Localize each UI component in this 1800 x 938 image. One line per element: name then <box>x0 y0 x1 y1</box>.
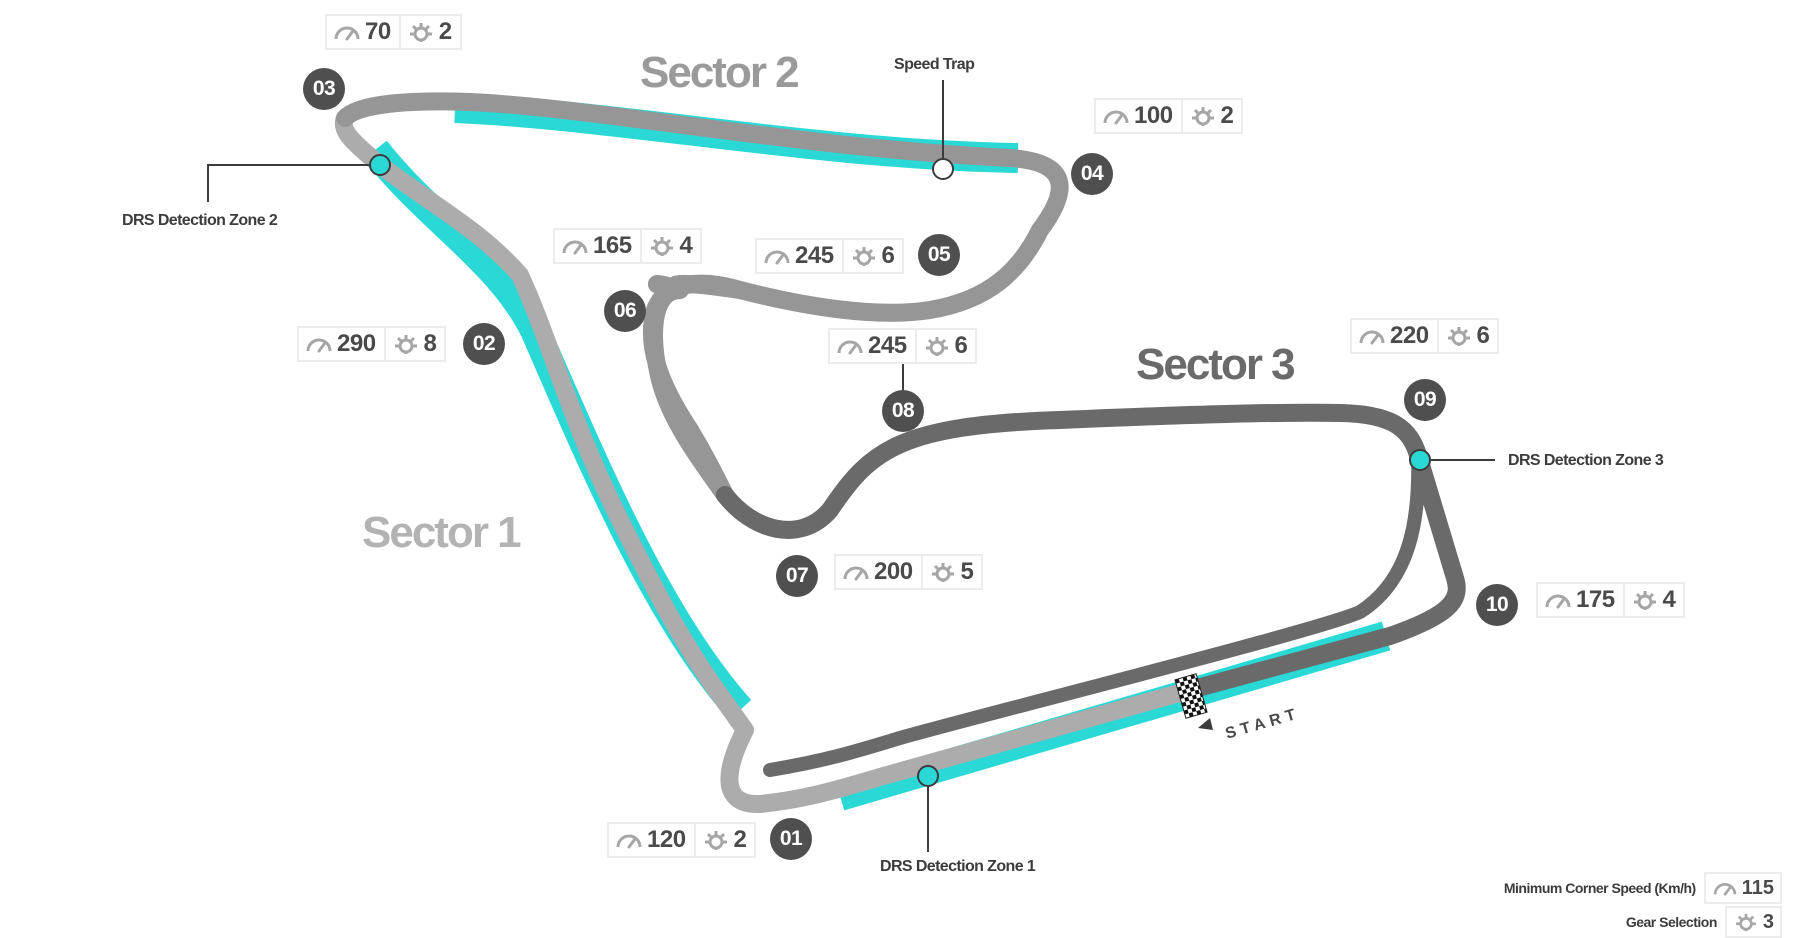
corner-08-gear: 6 <box>954 332 968 359</box>
drs2-leader <box>207 164 380 202</box>
corner-01-speed: 120 <box>647 826 686 853</box>
speedometer-icon <box>1103 110 1129 125</box>
gear-icon <box>704 831 727 850</box>
corner-03-gear: 2 <box>438 18 452 45</box>
corner-marker-02: 02 <box>463 323 505 365</box>
drs-detection-zone-1-label: DRS Detection Zone 1 <box>880 858 1036 875</box>
drs-detection-zone-2-label: DRS Detection Zone 2 <box>122 212 278 229</box>
corner-08-info: 245 6 <box>828 328 978 364</box>
legend-speed: Minimum Corner Speed (Km/h) 115 <box>1504 872 1782 904</box>
speedometer-icon <box>562 240 588 255</box>
gear-icon <box>1633 591 1656 610</box>
corner-02-info: 290 8 <box>297 326 447 362</box>
corner-10-gear: 4 <box>1662 586 1676 613</box>
corner-04-info: 100 2 <box>1094 98 1244 134</box>
corner-04-gear: 2 <box>1220 102 1234 129</box>
track-sector-3-inner <box>763 448 1426 777</box>
corner-05-speed: 245 <box>795 242 834 269</box>
corner-05-info: 245 6 <box>755 238 905 274</box>
corner-01-info: 120 2 <box>607 822 757 858</box>
speedometer-icon <box>1713 883 1736 896</box>
legend-gear: Gear Selection 3 <box>1626 906 1782 938</box>
start-arrow-icon <box>1198 718 1213 730</box>
track-sector-1 <box>334 109 1199 814</box>
corner-03-speed: 70 <box>365 18 391 45</box>
corner-04-speed: 100 <box>1134 102 1173 129</box>
gear-icon <box>1735 913 1756 931</box>
speed-trap-label: Speed Trap <box>894 56 975 73</box>
corner-06-gear: 4 <box>679 232 693 259</box>
speedometer-icon <box>843 566 869 581</box>
corner-03-info: 70 2 <box>325 14 462 50</box>
gear-icon <box>925 337 948 356</box>
speedometer-icon <box>764 250 790 265</box>
legend-speed-value: 115 <box>1741 876 1774 899</box>
speedometer-icon <box>616 834 642 849</box>
speedometer-icon <box>837 340 863 355</box>
corner-marker-05: 05 <box>918 234 960 276</box>
gear-icon <box>931 563 954 582</box>
legend-gear-label: Gear Selection <box>1625 914 1718 930</box>
corner-07-speed: 200 <box>874 558 913 585</box>
drs-markers <box>369 154 1431 787</box>
drs-detection-zone-3-marker <box>1409 449 1431 471</box>
corner-09-info: 220 6 <box>1350 318 1500 354</box>
corner-marker-01: 01 <box>770 818 812 860</box>
corner-01-gear: 2 <box>733 826 747 853</box>
speedometer-icon <box>1545 594 1571 609</box>
corner-06-speed: 165 <box>593 232 632 259</box>
track-sector-3 <box>716 403 1466 699</box>
corner-10-speed: 175 <box>1576 586 1615 613</box>
corner-marker-07: 07 <box>776 555 818 597</box>
corner-07-info: 200 5 <box>834 554 984 590</box>
drs-detection-zone-3-label: DRS Detection Zone 3 <box>1508 452 1664 469</box>
corner-marker-08: 08 <box>882 390 924 432</box>
gear-icon <box>650 237 673 256</box>
corner-marker-10: 10 <box>1476 584 1518 626</box>
drs-detection-zone-1-marker <box>917 765 939 787</box>
corner-05-gear: 6 <box>881 242 895 269</box>
legend-speed-label: Minimum Corner Speed (Km/h) <box>1503 880 1696 896</box>
track <box>334 92 1466 814</box>
sector-2-label: Sector 2 <box>640 48 800 97</box>
sector-1-label: Sector 1 <box>362 508 522 557</box>
corner-07-gear: 5 <box>960 558 974 585</box>
corner-08-speed: 245 <box>868 332 907 359</box>
speedometer-icon <box>306 338 332 353</box>
speedometer-icon <box>334 26 360 41</box>
gear-icon <box>852 247 875 266</box>
corner-06-info: 165 4 <box>553 228 703 264</box>
speed-trap-marker <box>932 158 954 180</box>
legend-gear-value: 3 <box>1762 910 1774 933</box>
drs-detection-zone-2-marker <box>369 154 391 176</box>
gear-icon <box>409 23 432 42</box>
sector-3-label: Sector 3 <box>1136 340 1296 389</box>
gear-icon <box>1191 107 1214 126</box>
corner-09-speed: 220 <box>1390 322 1429 349</box>
corner-09-gear: 6 <box>1476 322 1490 349</box>
gear-icon <box>394 335 417 354</box>
corner-marker-09: 09 <box>1404 379 1446 421</box>
checkered-flag-icon <box>1174 673 1208 719</box>
corner-marker-03: 03 <box>303 68 345 110</box>
speedometer-icon <box>1359 330 1385 345</box>
corner-marker-06: 06 <box>604 290 646 332</box>
corner-02-speed: 290 <box>337 330 376 357</box>
corner-marker-04: 04 <box>1071 153 1113 195</box>
corner-02-gear: 8 <box>423 330 437 357</box>
corner-10-info: 175 4 <box>1536 582 1686 618</box>
gear-icon <box>1447 327 1470 346</box>
track-sector-2-loop <box>643 274 749 504</box>
